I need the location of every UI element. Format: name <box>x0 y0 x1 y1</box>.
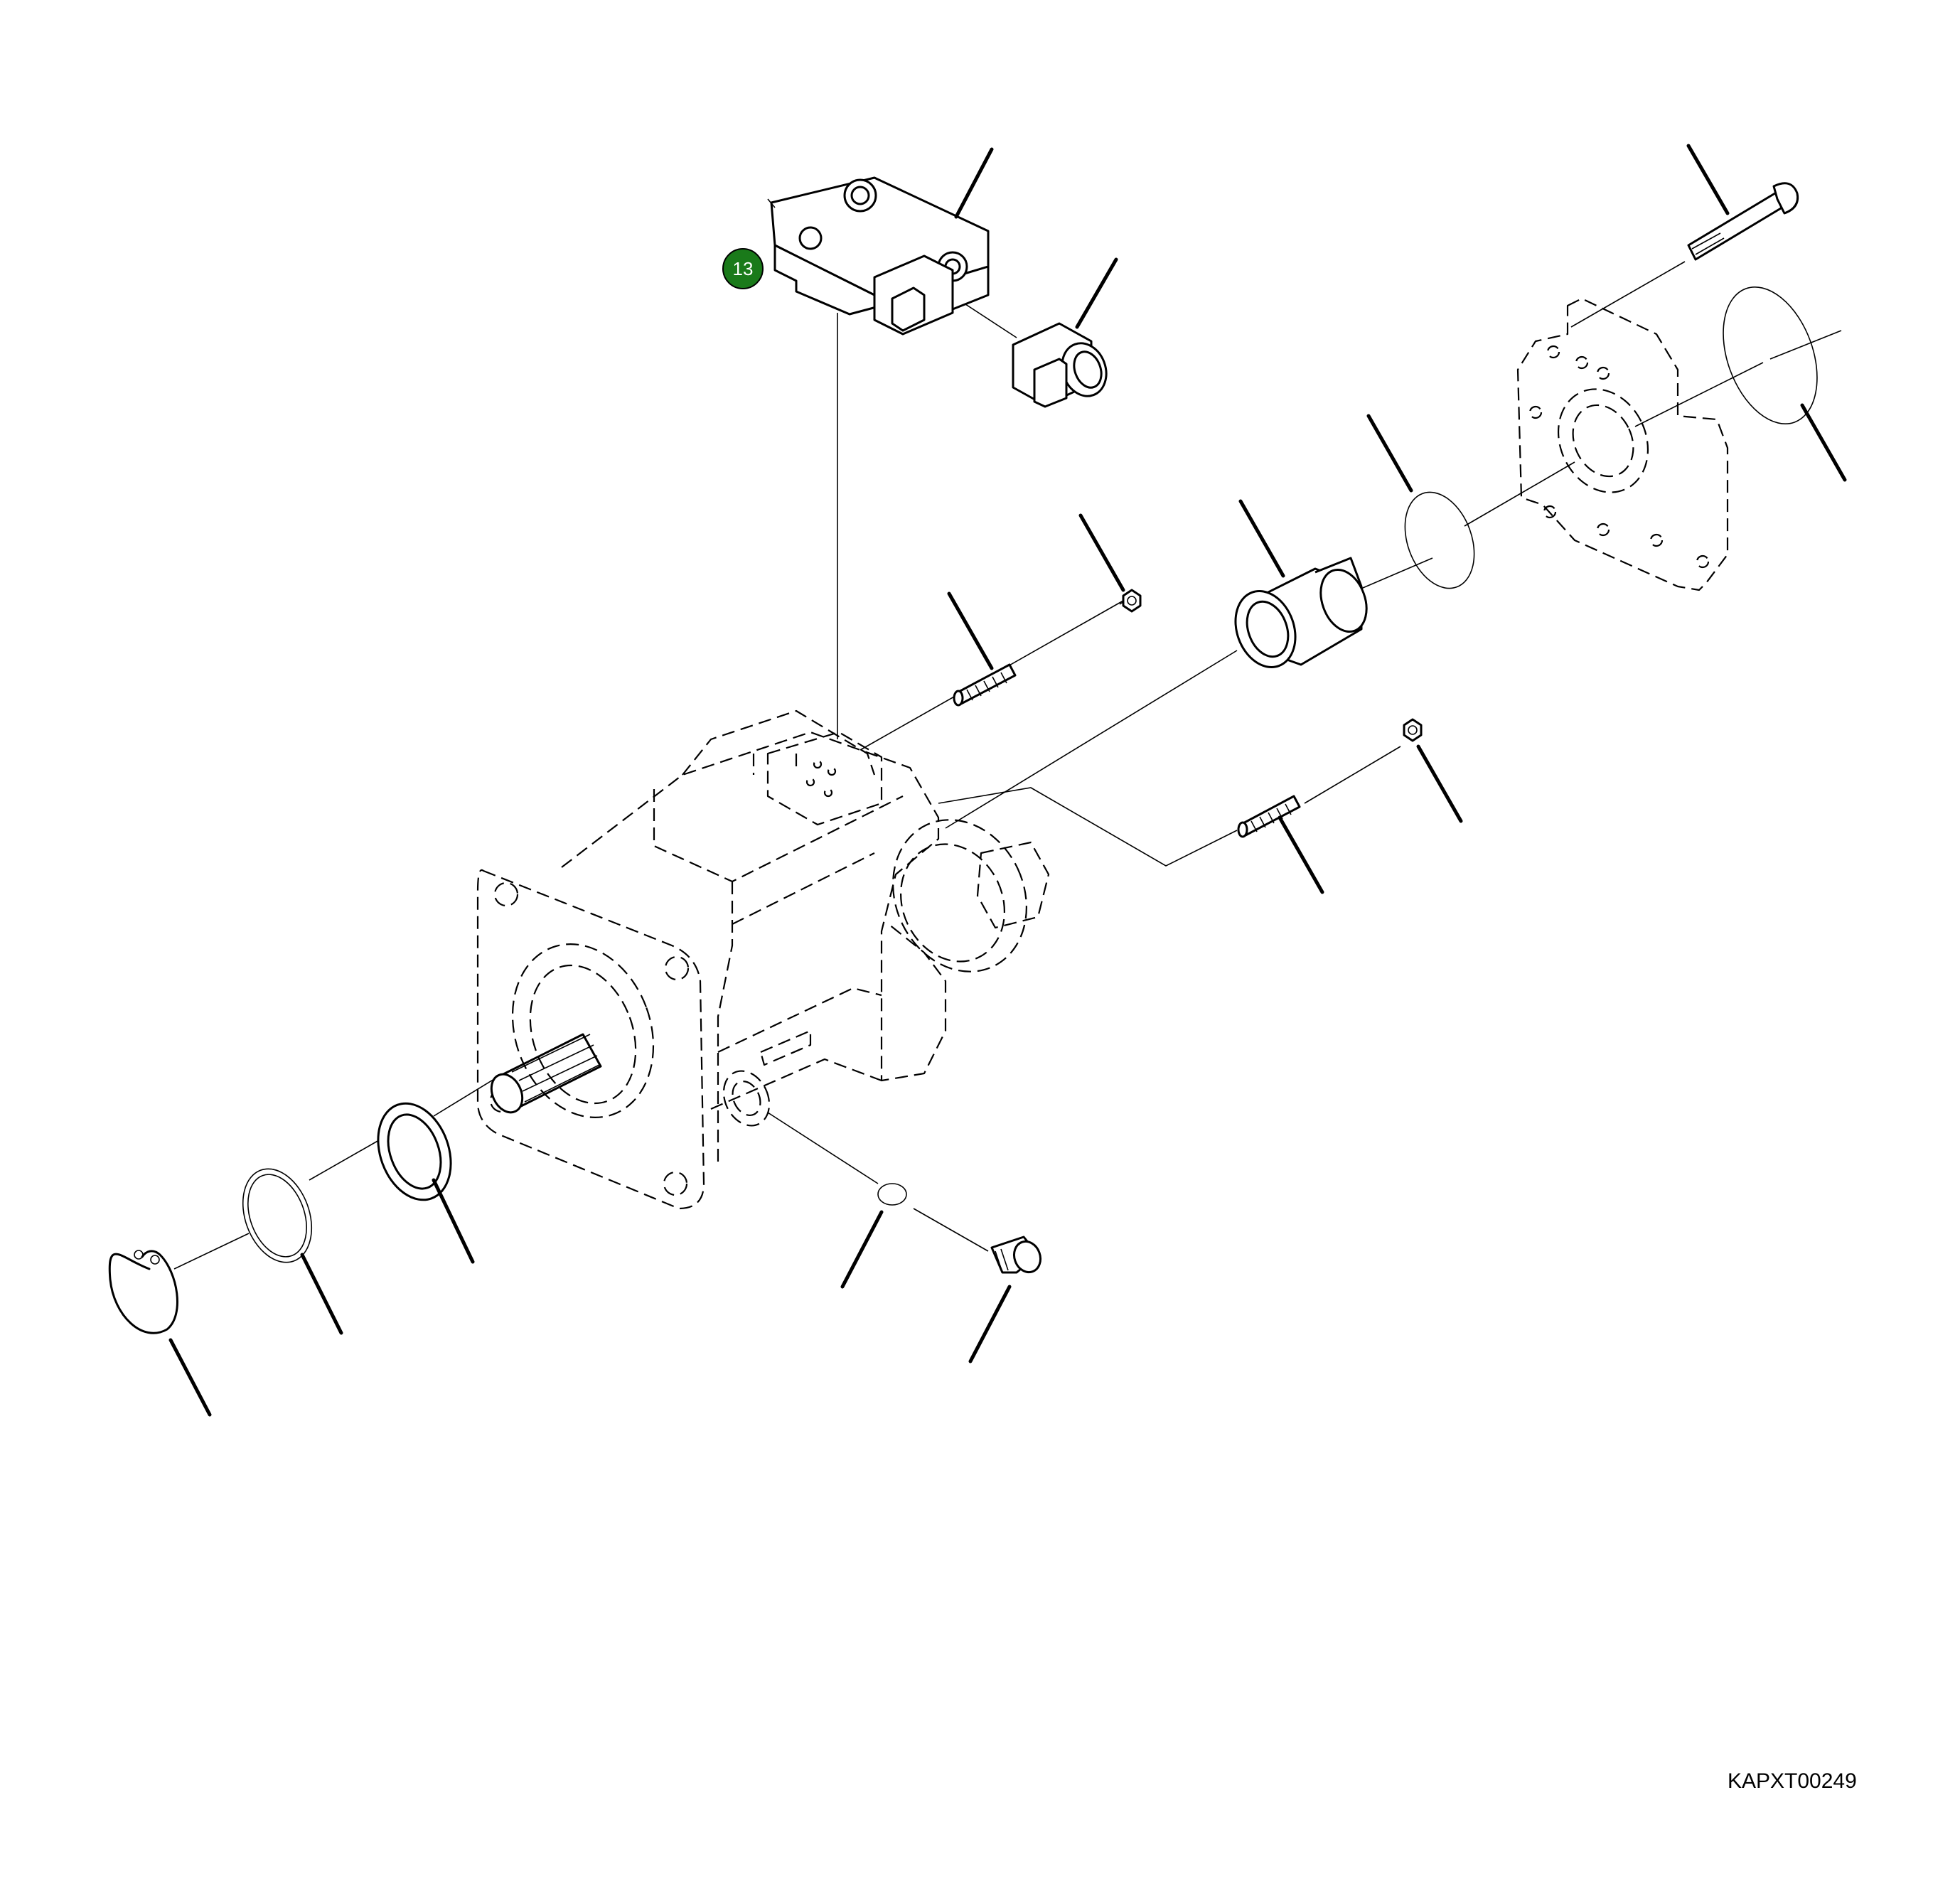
o-ring-disc <box>1404 491 1475 589</box>
nut-lower <box>1403 718 1423 742</box>
backup-ring <box>242 1168 313 1263</box>
stud-upper <box>953 663 1017 707</box>
end-cover <box>1516 297 1729 591</box>
bearing <box>1234 557 1368 668</box>
gasket-right <box>1723 286 1818 424</box>
shaft-seal <box>377 1102 452 1201</box>
pump-housing <box>476 709 1050 1210</box>
control-valve <box>767 176 1108 408</box>
cap-screw <box>1687 182 1799 261</box>
o-ring-small <box>877 1183 907 1206</box>
figure-code: KAPXT00249 <box>1728 1769 1857 1793</box>
snap-ring <box>108 1250 178 1334</box>
assembly-axis-lines <box>173 261 1842 1270</box>
callout-13[interactable]: 13 <box>722 248 764 289</box>
callout-badge <box>722 248 764 289</box>
input-shaft <box>490 1033 602 1114</box>
stud-lower <box>1237 795 1301 838</box>
nut-upper <box>1122 589 1142 613</box>
callout-number: 13 <box>733 258 754 279</box>
leader-lines <box>168 144 1847 1417</box>
plug <box>990 1236 1042 1274</box>
